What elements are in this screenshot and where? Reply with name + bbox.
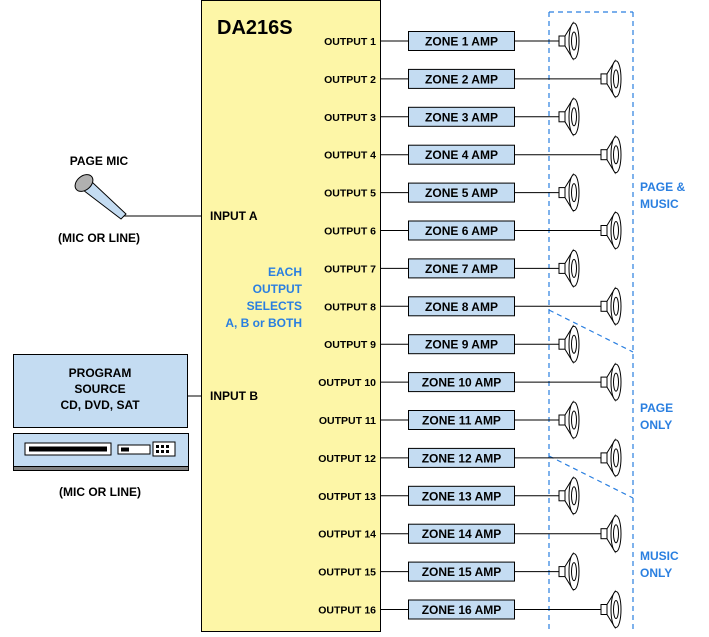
- output-label: OUTPUT 12: [318, 453, 376, 465]
- speaker-icon: [600, 59, 622, 99]
- output-label: OUTPUT 11: [319, 415, 376, 427]
- program-source-line-1: PROGRAM: [69, 366, 132, 380]
- output-label: OUTPUT 16: [318, 605, 376, 617]
- output-label: OUTPUT 1: [324, 36, 376, 48]
- output-row: OUTPUT 10 ZONE 10 AMP: [318, 362, 622, 402]
- speaker-icon: [558, 248, 580, 289]
- speaker-icon: [600, 362, 622, 402]
- dvd-player-icon: [13, 433, 189, 471]
- zone-amp-label: ZONE 8 AMP: [425, 300, 498, 314]
- device-title: DA216S: [217, 17, 293, 39]
- zone-amp-label: ZONE 14 AMP: [422, 527, 502, 541]
- zone-amp-label: ZONE 1 AMP: [425, 35, 498, 49]
- output-row: OUTPUT 11 ZONE 11 AMP: [319, 400, 580, 440]
- output-row: OUTPUT 15 ZONE 15 AMP: [318, 551, 580, 592]
- input-b-label: INPUT B: [210, 389, 258, 403]
- output-label: OUTPUT 9: [324, 339, 376, 351]
- speaker-icon: [558, 551, 580, 592]
- output-row: OUTPUT 14 ZONE 14 AMP: [318, 513, 622, 554]
- speaker-icon: [600, 286, 622, 327]
- page-music-label-line-2: MUSIC: [640, 197, 679, 211]
- output-select-note-line-2: OUTPUT: [253, 282, 303, 296]
- speaker-icon: [600, 589, 622, 630]
- program-source-box: [13, 354, 188, 428]
- program-source-line-2: SOURCE: [74, 382, 125, 396]
- page-mic-note: (MIC OR LINE): [58, 231, 140, 245]
- speaker-icon: [600, 513, 622, 554]
- output-label: OUTPUT 5: [324, 188, 376, 200]
- program-source-input: PROGRAM SOURCE CD, DVD, SAT (MIC OR LINE…: [13, 354, 258, 499]
- page-only-label-line-2: ONLY: [640, 418, 672, 432]
- input-a-label: INPUT A: [210, 209, 258, 223]
- output-row: OUTPUT 16 ZONE 16 AMP: [318, 589, 622, 630]
- speaker-icon: [558, 172, 580, 213]
- zone-amp-label: ZONE 12 AMP: [422, 451, 502, 465]
- program-source-note: (MIC OR LINE): [59, 485, 141, 499]
- speaker-icon: [558, 476, 580, 516]
- output-label: OUTPUT 14: [318, 529, 376, 541]
- speaker-icon: [600, 134, 622, 175]
- zone-amp-label: ZONE 11 AMP: [422, 414, 501, 428]
- zone-amp-label: ZONE 16 AMP: [422, 603, 502, 617]
- output-row: OUTPUT 1 ZONE 1 AMP: [324, 21, 580, 61]
- page-only-label-line-1: PAGE: [640, 401, 673, 415]
- output-label: OUTPUT 4: [324, 150, 376, 162]
- music-only-label-line-2: ONLY: [640, 566, 672, 580]
- output-label: OUTPUT 2: [324, 74, 376, 86]
- speaker-icon: [600, 210, 622, 251]
- output-label: OUTPUT 6: [324, 226, 376, 238]
- zone-amp-label: ZONE 2 AMP: [425, 72, 498, 86]
- output-row: OUTPUT 5 ZONE 5 AMP: [324, 172, 580, 213]
- output-row: OUTPUT 12 ZONE 12 AMP: [318, 438, 622, 478]
- output-select-note-line-3: SELECTS: [247, 299, 302, 313]
- zone-amp-label: ZONE 3 AMP: [425, 110, 498, 124]
- zone-group-labels: PAGE & MUSIC PAGE ONLY MUSIC ONLY: [640, 180, 685, 580]
- zone-amp-label: ZONE 5 AMP: [425, 186, 498, 200]
- zone-amp-label: ZONE 6 AMP: [425, 224, 498, 238]
- output-label: OUTPUT 15: [318, 567, 376, 579]
- da216s-device: [201, 0, 381, 632]
- output-select-note-line-1: EACH: [268, 265, 302, 279]
- output-row: OUTPUT 4 ZONE 4 AMP: [324, 134, 622, 175]
- output-row: OUTPUT 13 ZONE 13 AMP: [318, 476, 580, 516]
- page-mic-title: PAGE MIC: [70, 154, 129, 168]
- output-label: OUTPUT 13: [318, 491, 376, 503]
- page-mic-input: PAGE MIC (MIC OR LINE) INPUT A: [58, 154, 258, 245]
- output-label: OUTPUT 3: [324, 112, 376, 124]
- zone-amp-label: ZONE 10 AMP: [422, 376, 502, 390]
- zone-amp-label: ZONE 13 AMP: [422, 489, 502, 503]
- page-music-label-line-1: PAGE &: [640, 180, 685, 194]
- output-label: OUTPUT 10: [318, 377, 376, 389]
- program-source-line-3: CD, DVD, SAT: [60, 398, 140, 412]
- zone-amp-label: ZONE 9 AMP: [425, 338, 498, 352]
- speaker-icon: [558, 97, 580, 137]
- output-label: OUTPUT 8: [324, 301, 376, 313]
- zone-dividers: [548, 11, 634, 632]
- output-label: OUTPUT 7: [324, 263, 376, 275]
- output-row: OUTPUT 9 ZONE 9 AMP: [324, 324, 580, 364]
- speaker-icon: [558, 21, 580, 61]
- output-row: OUTPUT 7 ZONE 7 AMP: [324, 248, 580, 289]
- music-only-label-line-1: MUSIC: [640, 549, 679, 563]
- speaker-icon: [600, 438, 622, 478]
- speaker-icon: [558, 324, 580, 364]
- output-select-note: EACH OUTPUT SELECTS A, B or BOTH: [225, 265, 302, 330]
- output-row: OUTPUT 6 ZONE 6 AMP: [324, 210, 622, 251]
- output-row: OUTPUT 8 ZONE 8 AMP: [324, 286, 622, 327]
- output-row: OUTPUT 3 ZONE 3 AMP: [324, 97, 580, 137]
- output-select-note-line-4: A, B or BOTH: [225, 316, 302, 330]
- output-row: OUTPUT 2 ZONE 2 AMP: [324, 59, 622, 99]
- zone-amp-label: ZONE 7 AMP: [425, 262, 498, 276]
- microphone-icon: [74, 174, 127, 220]
- zone-amp-label: ZONE 4 AMP: [425, 148, 498, 162]
- speaker-icon: [558, 400, 580, 440]
- zone-amp-label: ZONE 15 AMP: [422, 565, 502, 579]
